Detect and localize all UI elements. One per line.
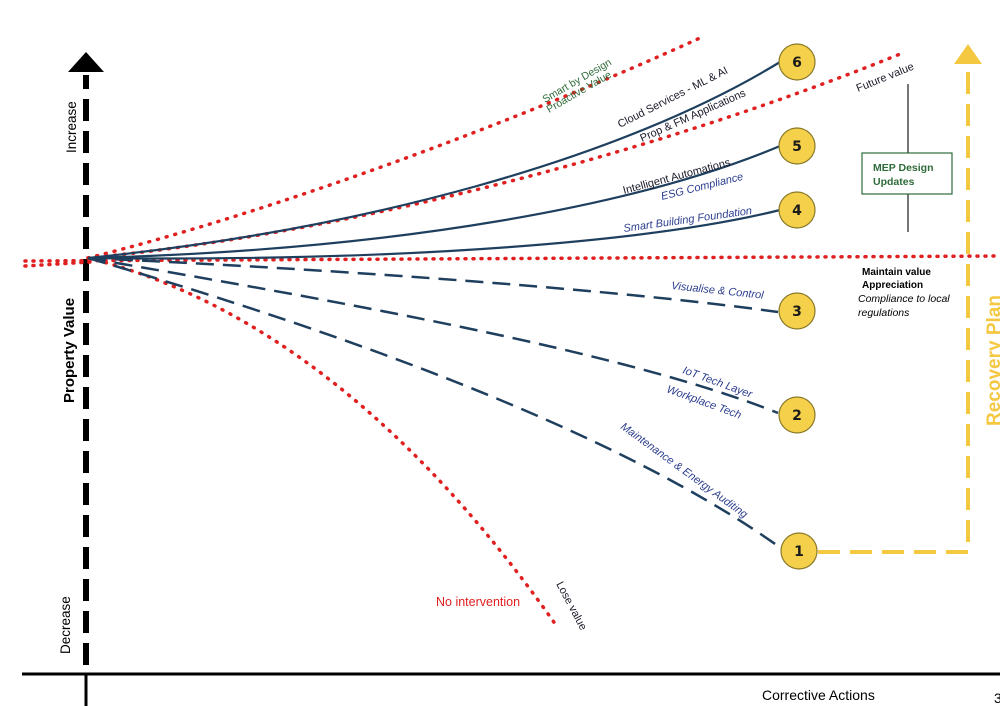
y-axis-decrease: Decrease	[58, 596, 73, 654]
x-axis-label: Corrective Actions	[762, 687, 875, 703]
line-6	[87, 61, 781, 260]
node-5: 5	[778, 127, 816, 165]
maintain-line2: Appreciation	[862, 280, 923, 291]
node-3: 3	[778, 292, 816, 330]
y-axis-label: Property Value	[61, 298, 78, 403]
maintain-line4: regulations	[858, 307, 910, 319]
node-4: 4	[778, 191, 816, 229]
svg-text:1: 1	[794, 544, 804, 560]
node-1: 1	[780, 532, 818, 570]
label-visualise: Visualise & Control	[671, 280, 765, 302]
recovery-plan-label: Recovery Plan	[984, 295, 1000, 426]
baseline-dotted-2	[23, 260, 92, 268]
maintain-line1: Maintain value	[862, 267, 931, 278]
node-6: 6	[778, 43, 816, 81]
maintain-line3: Compliance to local	[858, 293, 950, 305]
label-lose-value: Lose value	[553, 580, 589, 633]
svg-text:5: 5	[792, 139, 802, 155]
label-no-intervention: No intervention	[436, 595, 520, 609]
mep-box	[861, 152, 953, 195]
svg-text:2: 2	[792, 408, 802, 424]
label-maintenance: Maintenance & Energy Auditing	[618, 421, 750, 522]
line-3	[87, 256, 779, 314]
mep-box-line2: Updates	[873, 176, 915, 188]
recovery-arrowhead	[954, 44, 982, 64]
svg-text:4: 4	[792, 203, 802, 219]
recovery-path	[818, 62, 970, 554]
label-future-value: Future value	[855, 61, 916, 95]
mep-box-line1: MEP Design	[873, 162, 934, 174]
line-4	[87, 208, 781, 260]
page-number: 3	[994, 690, 1000, 706]
line-1	[87, 256, 779, 548]
label-prop-fm: Prop & FM Applications	[638, 87, 748, 145]
svg-text:3: 3	[792, 304, 802, 320]
svg-text:6: 6	[792, 55, 802, 71]
line-5	[87, 144, 781, 260]
node-2: 2	[778, 396, 816, 434]
no-intervention-dotted	[86, 256, 560, 630]
y-axis-arrowhead	[68, 52, 104, 72]
line-2	[87, 256, 779, 415]
y-axis-increase: Increase	[64, 101, 79, 153]
baseline-dotted	[23, 254, 1000, 263]
smart-design-dotted	[86, 36, 702, 260]
